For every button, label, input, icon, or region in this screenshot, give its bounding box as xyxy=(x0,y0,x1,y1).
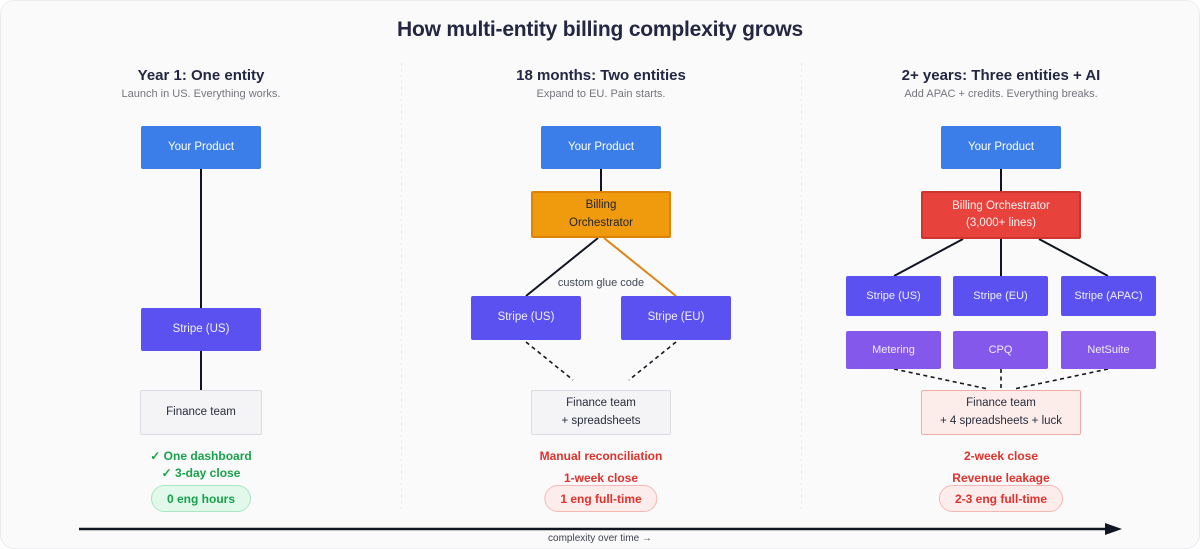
eng-cost-badge: 0 eng hours xyxy=(150,485,252,512)
eng-cost-badge: 2-3 eng full-time xyxy=(938,485,1064,512)
dashed-connector-line xyxy=(1013,368,1109,390)
stripe-apac-node: Stripe (APAC) xyxy=(1061,276,1156,316)
finance-team-node: Finance team xyxy=(140,390,262,435)
node-label-line: Finance team xyxy=(966,397,1036,410)
dashed-connector-line xyxy=(893,368,989,390)
column-subheading: Add APAC + credits. Everything breaks. xyxy=(904,88,1098,100)
node-label-line: Finance team xyxy=(566,397,636,410)
column-subheading: Expand to EU. Pain starts. xyxy=(536,88,666,100)
dashed-connector-line xyxy=(628,341,677,381)
page-title: How multi-entity billing complexity grow… xyxy=(397,18,803,41)
billing-orchestrator-node: Billing Orchestrator xyxy=(531,191,671,238)
stripe-us-node: Stripe (US) xyxy=(141,308,261,351)
metering-node: Metering xyxy=(846,331,941,369)
connector-line xyxy=(525,237,599,297)
outcome-line: 2-week close xyxy=(963,449,1039,463)
netsuite-node: NetSuite xyxy=(1061,331,1156,369)
dashed-connector-line xyxy=(525,341,574,381)
column-heading: 2+ years: Three entities + AI xyxy=(901,67,1101,84)
glue-code-label: custom glue code xyxy=(557,277,645,289)
outcome-line: Revenue leakage xyxy=(952,471,1050,485)
node-label-line: Billing xyxy=(585,199,617,212)
column-subheading: Launch in US. Everything works. xyxy=(121,88,281,100)
node-label-line: (3,000+ lines) xyxy=(966,217,1036,229)
outcome-line: 1-week close xyxy=(563,471,639,485)
outcome-line: ✓ 3-day close xyxy=(161,466,241,480)
outcome-line: Manual reconciliation xyxy=(539,449,663,463)
column-heading: Year 1: One entity xyxy=(137,67,265,84)
connector-line xyxy=(1038,238,1109,277)
stripe-us-node: Stripe (US) xyxy=(471,296,581,340)
node-label-line: Orchestrator xyxy=(569,216,633,229)
column-heading: 18 months: Two entities xyxy=(516,67,686,84)
glue-code-connector-line xyxy=(603,237,677,297)
complexity-axis-label: complexity over time → xyxy=(548,533,652,544)
eng-cost-badge: 1 eng full-time xyxy=(544,485,658,512)
billing-orchestrator-node: Billing Orchestrator (3,000+ lines) xyxy=(921,191,1081,239)
connector-line xyxy=(893,238,964,277)
timeline-arrowhead-icon xyxy=(1105,523,1122,535)
finance-team-node: Finance team + 4 spreadsheets + luck xyxy=(921,390,1081,435)
node-label-line: + spreadsheets xyxy=(561,414,641,427)
node-label-line: Billing Orchestrator xyxy=(952,199,1050,212)
finance-team-node: Finance team + spreadsheets xyxy=(531,390,671,435)
your-product-node: Your Product xyxy=(141,126,261,169)
stripe-us-node: Stripe (US) xyxy=(846,276,941,316)
node-label-line: + 4 spreadsheets + luck xyxy=(939,414,1063,427)
your-product-node: Your Product xyxy=(941,126,1061,169)
cpq-node: CPQ xyxy=(953,331,1048,369)
your-product-node: Your Product xyxy=(541,126,661,169)
stripe-eu-node: Stripe (EU) xyxy=(953,276,1048,316)
stripe-eu-node: Stripe (EU) xyxy=(621,296,731,340)
outcome-line: ✓ One dashboard xyxy=(150,449,252,463)
